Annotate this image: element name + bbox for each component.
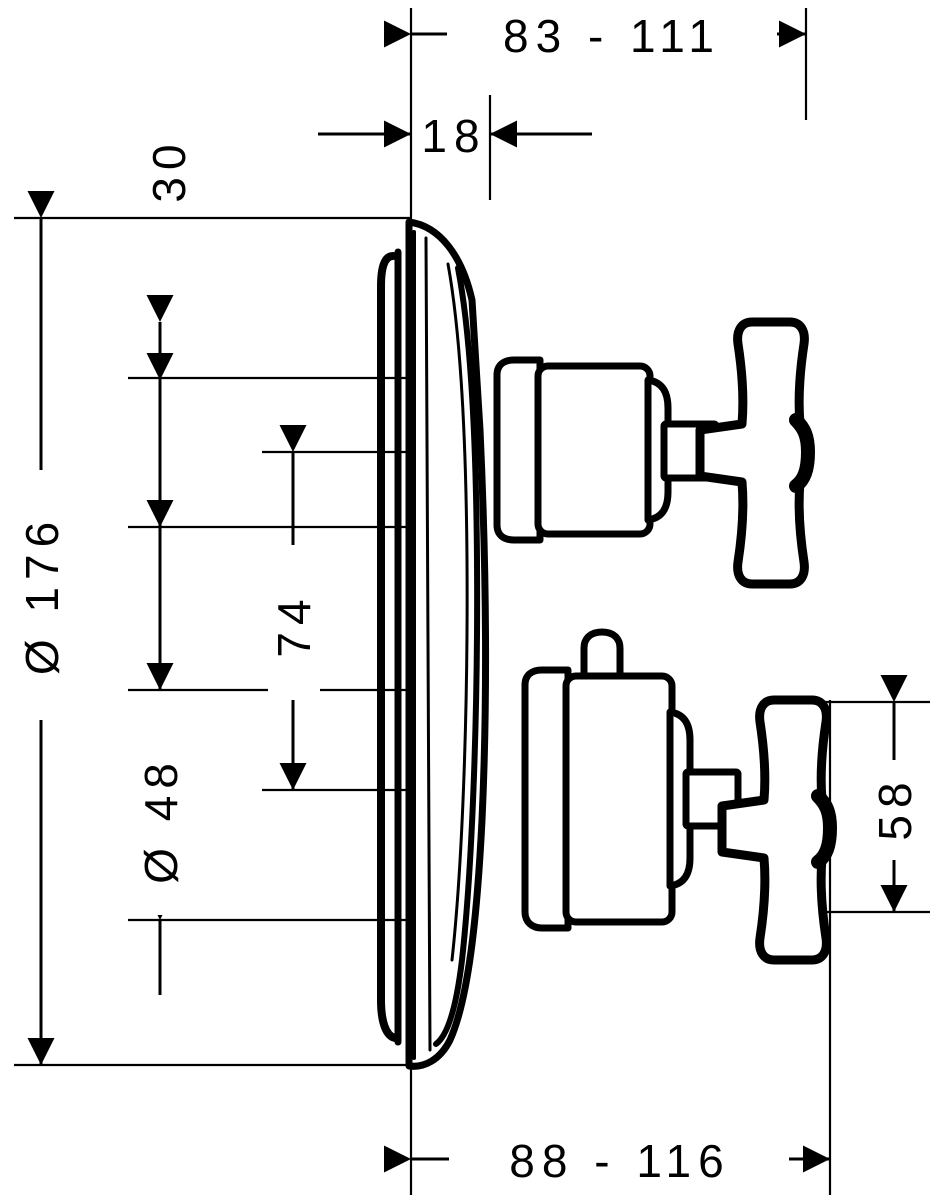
lower-valve-cap <box>666 708 694 890</box>
plate-inner-band-3 <box>424 236 432 1052</box>
dimension-30: 30 <box>143 137 195 202</box>
lower-cross-handle <box>717 695 837 965</box>
dim-label-18: 18 <box>421 110 486 162</box>
dimension-dia-176: Ø 176 <box>16 191 68 1065</box>
dim-label-83-111: 83 - 111 <box>503 10 721 62</box>
dimension-74: 74 <box>268 425 320 790</box>
lower-valve-body <box>521 628 742 932</box>
dim-label-dia-176: Ø 176 <box>16 515 68 675</box>
upper-valve-housing <box>534 362 654 538</box>
upper-handle-cross-shape <box>695 317 815 589</box>
upper-valve-cap <box>644 376 672 524</box>
dim-label-74: 74 <box>268 592 320 657</box>
plate-face-curve-2 <box>446 262 469 962</box>
upper-valve-collar <box>493 356 544 544</box>
lower-handle-shade-edge <box>811 789 837 869</box>
dimension-88-116: 88 - 116 <box>384 1133 830 1187</box>
dimension-58: 58 <box>869 675 921 912</box>
lower-handle-cross-shape <box>717 695 837 965</box>
dim-label-30: 30 <box>143 137 195 202</box>
lower-valve-housing <box>562 672 676 926</box>
upper-cross-handle <box>695 317 815 589</box>
lower-valve-collar <box>521 666 572 932</box>
plate-face-curve <box>433 265 481 1047</box>
upper-valve-body <box>493 356 720 544</box>
dimension-dia-48: Ø 48 <box>135 295 187 995</box>
dimension-83-111: 83 - 111 <box>384 10 806 62</box>
dim-label-dia-48: Ø 48 <box>135 756 187 884</box>
upper-handle-shade-edge <box>789 413 815 493</box>
escutcheon-plate <box>377 218 490 1070</box>
dimension-18: 18 <box>318 107 592 162</box>
dim-label-58: 58 <box>869 775 921 840</box>
plate-left-flange <box>377 252 399 1042</box>
dim-label-88-116: 88 - 116 <box>509 1135 730 1187</box>
